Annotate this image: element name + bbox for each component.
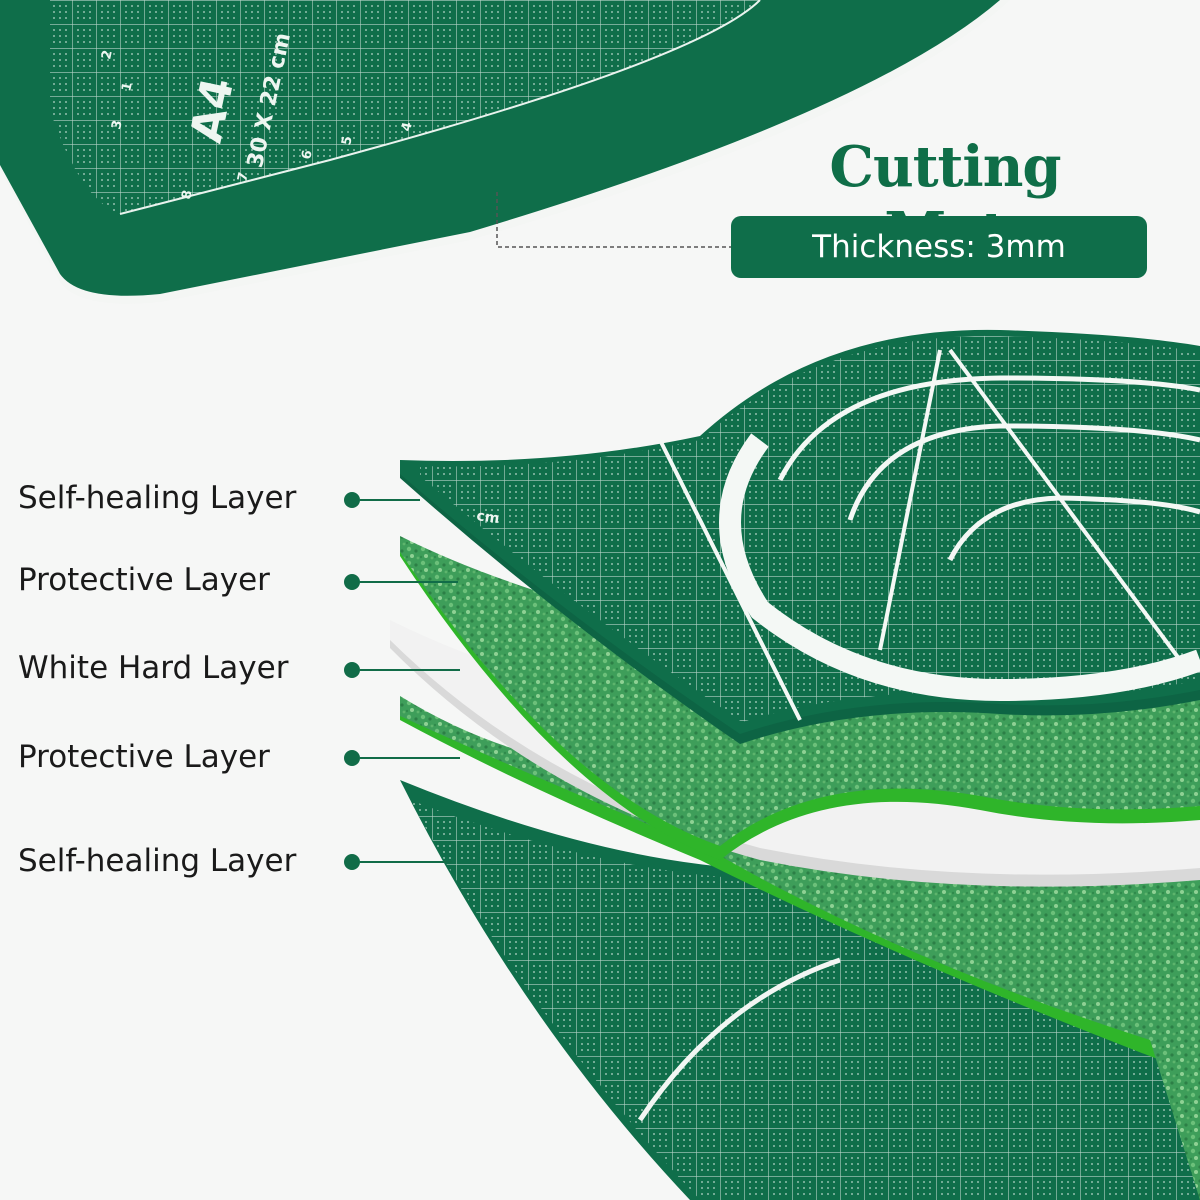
ruler-number: 6 (299, 149, 316, 161)
ruler-number: 8 (179, 189, 196, 201)
layer-label-protective-lower: Protective Layer (18, 739, 270, 775)
layer-marker-dot (344, 854, 360, 870)
callout-line (496, 192, 731, 248)
layer-label-white-hard: White Hard Layer (18, 650, 289, 686)
thickness-badge: Thickness: 3mm (731, 216, 1147, 278)
ruler-number: 3 (109, 119, 126, 131)
layer-label-protective-upper: Protective Layer (18, 562, 270, 598)
top-self-healing-grid (420, 335, 1200, 722)
layer-label-self-healing-bottom: Self-healing Layer (18, 843, 297, 879)
ruler-number: 7 (235, 171, 252, 183)
bottom-layer-arc (637, 957, 841, 1122)
layer-marker-dot (344, 574, 360, 590)
layer-marker-dot (344, 750, 360, 766)
layer-stack: cm (390, 329, 1200, 1200)
ruler-number: 2 (99, 49, 116, 61)
label-connectors (360, 499, 460, 863)
top-mat-grid (50, 0, 760, 214)
protractor-lines (658, 348, 1200, 721)
top-mat: A4 30 X 22 cm 1 2 3 4 5 6 7 8 (0, 0, 1010, 304)
layer-label-self-healing-top: Self-healing Layer (18, 480, 297, 516)
layer-marker-dot (344, 662, 360, 678)
ruler-number: 1 (119, 81, 136, 93)
unit-label: cm (475, 508, 500, 527)
layer-marker-dot (344, 492, 360, 508)
mat-ruler-numbers: 1 2 3 4 5 6 7 8 (99, 49, 416, 201)
ruler-number: 4 (399, 121, 416, 133)
ruler-number: 5 (339, 135, 356, 147)
top-mat-ruler-line (119, 0, 761, 215)
